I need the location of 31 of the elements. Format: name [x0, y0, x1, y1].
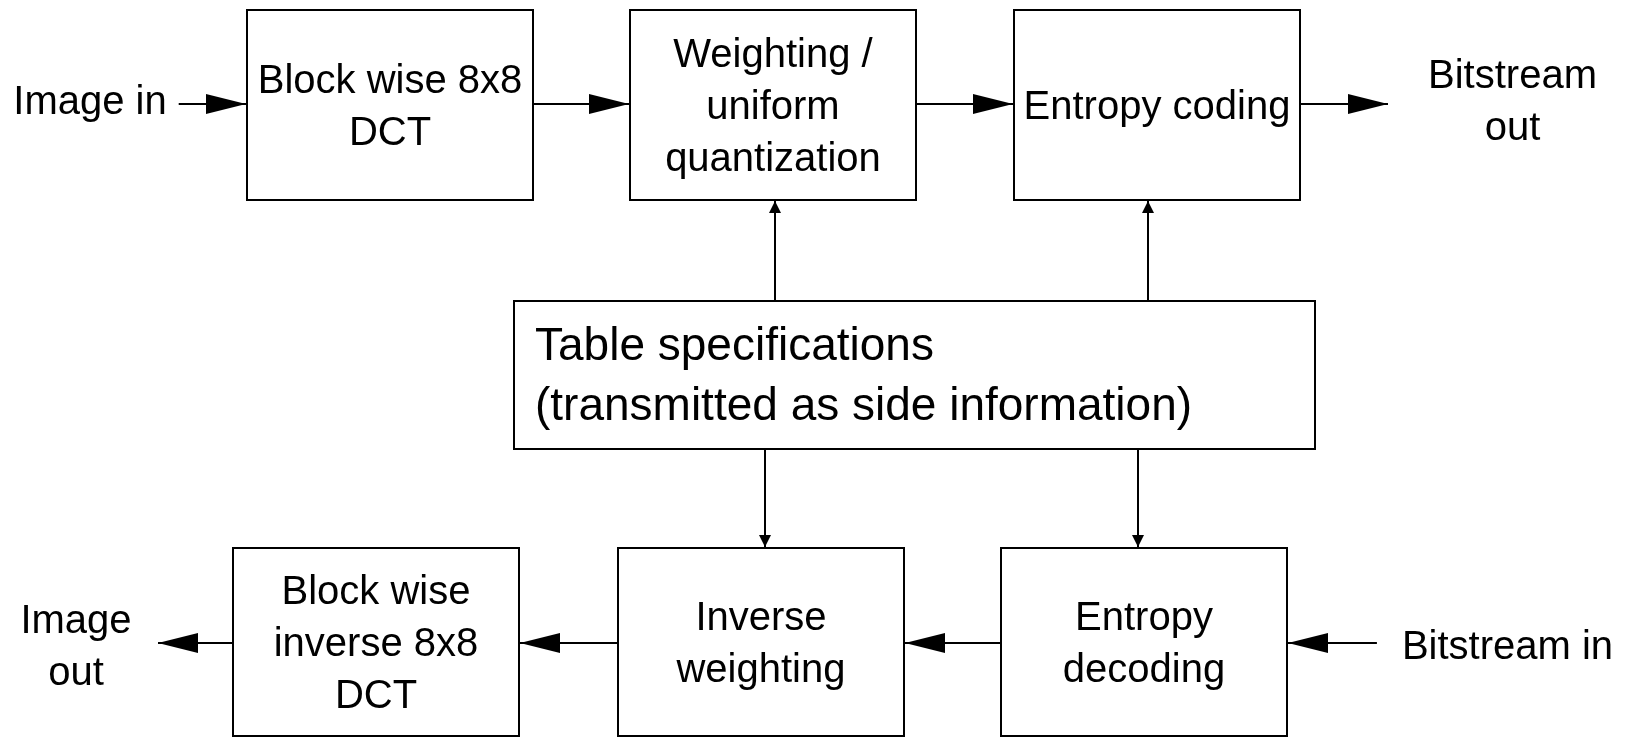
io-label: Bitstream out [1427, 51, 1598, 150]
arrow [519, 633, 618, 653]
arrow [769, 200, 781, 301]
box-label: (transmitted as side information) [534, 377, 1193, 432]
arrow [1300, 94, 1389, 114]
box-label: Inverse weighting [675, 593, 847, 692]
box-label: Entropy decoding [1061, 593, 1227, 692]
arrow [759, 449, 771, 548]
process-box [629, 9, 917, 201]
process-box [617, 547, 905, 737]
process-box [513, 300, 1316, 450]
box-label: Block wise 8x8 DCT [256, 56, 524, 155]
process-box [246, 9, 534, 201]
arrow [533, 94, 630, 114]
arrow [1132, 449, 1144, 548]
arrow [1142, 200, 1154, 301]
arrow [157, 633, 233, 653]
box-label: Table specifications [534, 317, 934, 373]
box-label: Block wise inverse 8x8 DCT [272, 567, 480, 718]
arrow [1287, 633, 1378, 653]
arrow [177, 94, 247, 114]
arrow [904, 633, 1001, 653]
io-label: Image out [19, 596, 133, 695]
io-label: Image in [13, 77, 167, 124]
process-box [1013, 9, 1301, 201]
process-box [1000, 547, 1288, 737]
box-label: Entropy coding [1023, 82, 1291, 129]
arrow [916, 94, 1014, 114]
io-label: Bitstream in [1401, 622, 1614, 669]
process-box [232, 547, 520, 737]
box-label: Weighting / uniform quantization [664, 30, 882, 181]
